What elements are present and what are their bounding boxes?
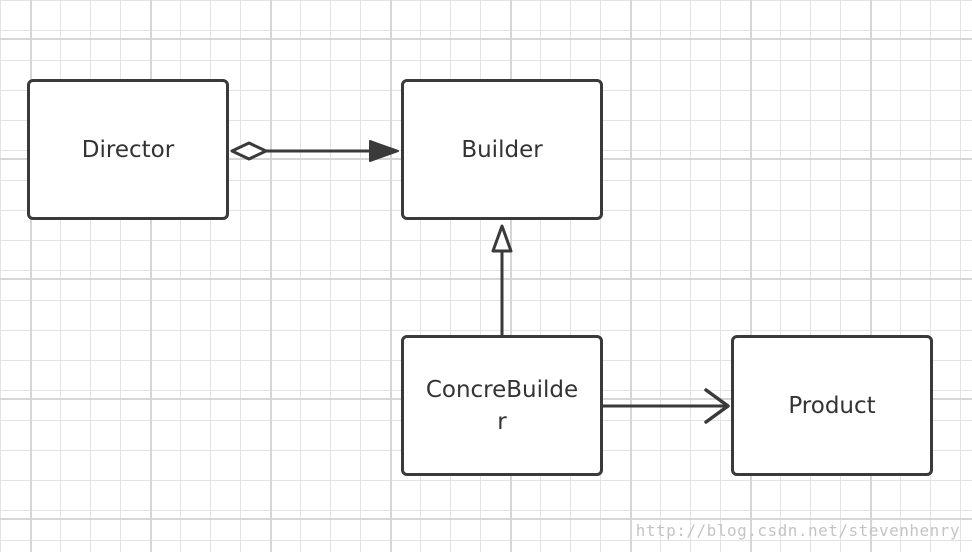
- director-label: Director: [81, 136, 175, 163]
- concrete-product-arrowhead: [704, 388, 730, 424]
- watermark-text: http://blog.csdn.net/stevenhenry: [635, 521, 960, 540]
- concrete-builder-node[interactable]: ConcreBuilder: [401, 335, 603, 476]
- concrete-builder-label: ConcreBuilder: [425, 376, 579, 435]
- director-node[interactable]: Director: [27, 79, 229, 220]
- aggregation-diamond: [230, 141, 268, 161]
- builder-node[interactable]: Builder: [401, 79, 603, 220]
- builder-label: Builder: [461, 136, 543, 163]
- product-node[interactable]: Product: [731, 335, 933, 476]
- product-label: Product: [788, 392, 876, 419]
- director-builder-arrowhead: [369, 140, 399, 162]
- generalization-triangle: [491, 224, 513, 253]
